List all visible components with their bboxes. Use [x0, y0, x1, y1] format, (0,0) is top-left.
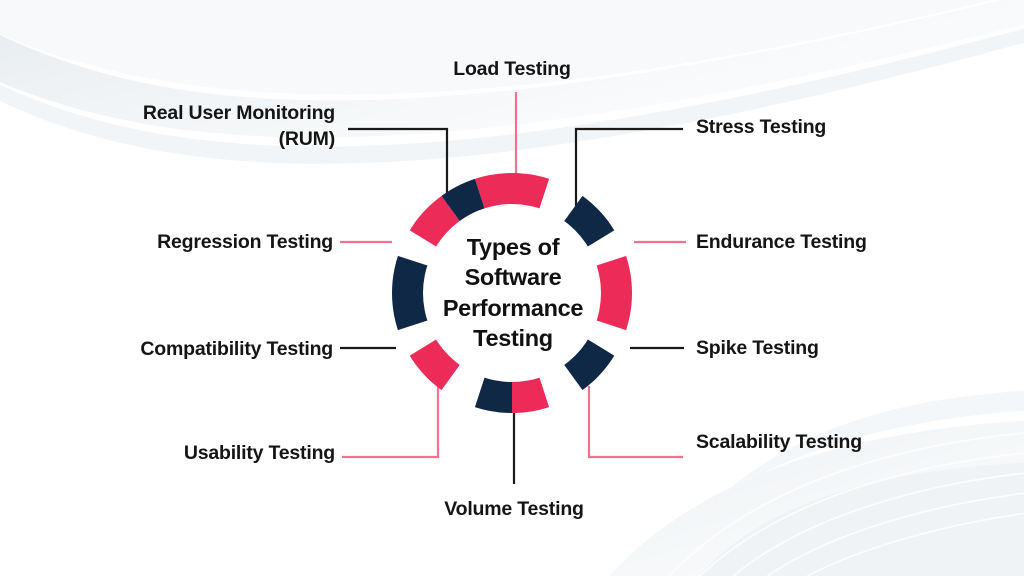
label-regression-testing[interactable]: Regression Testing: [157, 231, 333, 253]
label-compatibility-testing[interactable]: Compatibility Testing: [140, 338, 333, 360]
connector-stress-testing: [574, 127, 683, 206]
label-load-testing[interactable]: Load Testing: [453, 58, 571, 80]
label-rum[interactable]: Real User Monitoring (RUM): [142, 102, 335, 150]
label-volume-testing[interactable]: Volume Testing: [444, 498, 584, 520]
center-title: Types of Software Performance Testing: [442, 234, 584, 351]
center-disc: [423, 204, 601, 382]
connector-usability-testing: [342, 385, 440, 459]
connector-rum: [348, 127, 449, 205]
label-usability-testing[interactable]: Usability Testing: [183, 442, 335, 464]
connector-lines: [340, 92, 686, 484]
connector-scalability-testing: [587, 386, 683, 459]
label-scalability-testing[interactable]: Scalability Testing: [696, 431, 862, 453]
label-stress-testing[interactable]: Stress Testing: [696, 116, 827, 138]
label-endurance-testing[interactable]: Endurance Testing: [696, 231, 867, 253]
label-spike-testing[interactable]: Spike Testing: [696, 337, 819, 359]
